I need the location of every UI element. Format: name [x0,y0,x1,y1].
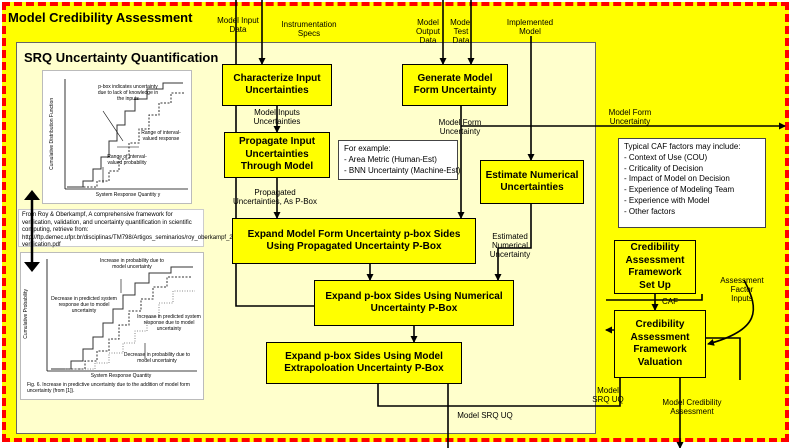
expand-numerical-pbox[interactable]: Expand p-box Sides Using Numerical Uncer… [314,280,514,326]
label-model-input-data: Model Input Data [217,16,259,35]
caf-note-item: - Impact of Model on Decision [624,174,730,184]
example-note: For example: - Area Metric (Human-Est) -… [338,140,461,180]
label-instrumentation-specs: Instrumentation Specs [281,20,337,39]
caf-note-item: - Other factors [624,206,676,216]
annotation-pbox: p-box indicates uncertainty due to lack … [97,84,159,102]
annotation-decrease-response: Decrease in predicted system response du… [51,296,117,314]
annotation-increase-probability: Increase in probability due to model unc… [100,258,164,270]
label-caf: CAF [662,297,678,306]
label-implemented-model: Implemented Model [506,18,554,37]
caf-note-item: - Criticality of Decision [624,163,704,173]
label-model-srq-uq-right: Model SRQ UQ [592,386,624,405]
caf-setup[interactable]: Credibility Assessment Framework Set Up [614,240,696,294]
example-note-heading: For example: [344,144,391,153]
label-model-credibility-assessment: Model Credibility Assessment [662,398,722,417]
reference-citation: From Roy & Oberkampf, A comprehensive fr… [18,209,244,248]
annotation-response-range: Range of interval-valued response [141,130,181,142]
expand-model-form-pbox[interactable]: Expand Model Form Uncertainty p-box Side… [232,218,476,264]
label-model-srq-uq-bottom: Model SRQ UQ [457,411,513,420]
figure-caption: Fig. 6. Increase in predictive uncertain… [27,382,190,394]
label-model-test-data: Model Test Data [450,18,472,46]
estimate-numerical-uncertainties[interactable]: Estimate Numerical Uncertainties [480,160,584,204]
label-model-form-uncertainty-inner: Model Form Uncertainty [438,118,482,137]
caf-note-item: - Experience of Modeling Team [624,185,735,195]
caf-factors-note: Typical CAF factors may include: - Conte… [618,138,766,228]
pbox-chart-top [64,79,188,190]
xlabel-top: System Response Quantity y [95,192,161,198]
xlabel-bottom: System Response Quantity [90,373,152,379]
page-title: Model Credibility Assessment [8,10,193,25]
generate-model-form-uncertainty[interactable]: Generate Model Form Uncertainty [402,64,508,106]
caf-note-item: - Context of Use (COU) [624,152,708,162]
label-model-form-uncertainty-outer: Model Form Uncertainty [608,108,652,127]
srq-uq-title: SRQ Uncertainty Quantification [24,50,219,65]
example-note-item: - Area Metric (Human-Est) [344,154,437,164]
annotation-increase-response: Increase in predicted system response du… [137,314,201,332]
expand-extrapolation-pbox[interactable]: Expand p-box Sides Using Model Extrapolo… [266,342,462,384]
label-propagated-uncertainties: Propagated Uncertainties, As P-Box [232,188,318,207]
label-assessment-factor-inputs: Assessment Factor Inputs [720,276,764,304]
annotation-decrease-probability: Decrease in probability due to model unc… [123,352,191,364]
annotation-probability-range: Range of interval-valued probability [107,154,147,166]
caf-note-heading: Typical CAF factors may include: [624,142,741,151]
example-note-item: - BNN Uncertainty (Machine-Est) [344,165,461,175]
label-model-output-data: Model Output Data [415,18,440,46]
label-model-inputs-uncertainties: Model Inputs Uncertainties [253,108,301,127]
characterize-input-uncertainties[interactable]: Characterize Input Uncertainties [222,64,332,106]
caf-note-item: - Experience with Model [624,195,710,205]
label-estimated-numerical: Estimated Numerical Uncertainty [489,232,531,260]
caf-valuation[interactable]: Credibility Assessment Framework Valuati… [614,310,706,378]
pbox-figure-bottom: Increase in probability due to model unc… [20,252,204,400]
propagate-input-uncertainties[interactable]: Propagate Input Uncertainties Through Mo… [224,132,330,178]
pbox-figure-top: p-box indicates uncertainty due to lack … [42,70,192,204]
pbox-chart-bottom [46,259,197,372]
